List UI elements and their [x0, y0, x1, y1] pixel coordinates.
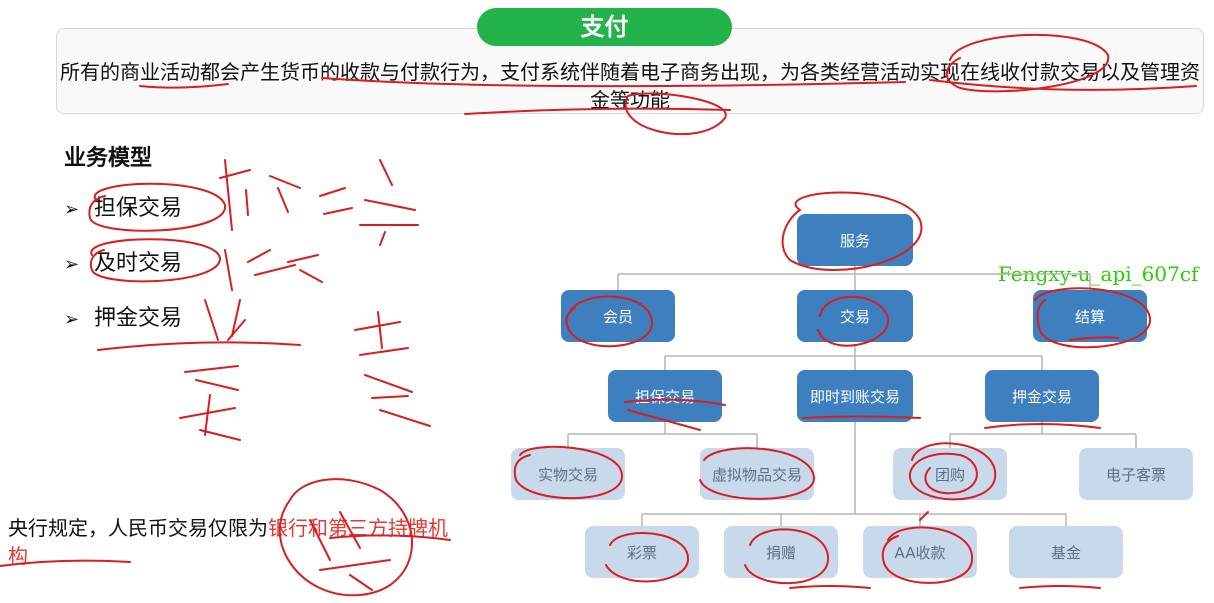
node-level2: 即时到账交易: [797, 370, 913, 422]
arrow-bullet-icon: ➢: [64, 199, 80, 220]
arrow-bullet-icon: ➢: [64, 254, 80, 275]
business-model-item-label: 及时交易: [94, 251, 183, 276]
node-level1: 交易: [797, 290, 913, 342]
node-level3: 电子客票: [1079, 448, 1193, 500]
page-title: 支付: [477, 8, 732, 46]
business-model-title: 业务模型: [64, 146, 153, 171]
node-level4: 捐赠: [724, 526, 838, 578]
business-model-item-label: 押金交易: [94, 306, 183, 331]
node-level1: 会员: [561, 290, 675, 342]
business-model-item: ➢ 及时交易: [64, 245, 182, 300]
node-level4: 彩票: [585, 526, 699, 578]
business-model-list: ➢ 担保交易 ➢ 及时交易 ➢ 押金交易: [64, 190, 182, 355]
arrow-bullet-icon: ➢: [64, 309, 80, 330]
intro-text: 所有的商业活动都会产生货币的收款与付款行为，支付系统伴随着电子商务出现，为各类经…: [60, 60, 1200, 112]
business-model-item: ➢ 担保交易: [64, 190, 182, 245]
node-level4: 基金: [1009, 526, 1123, 578]
business-model-item-label: 担保交易: [94, 196, 183, 221]
node-level2: 押金交易: [985, 370, 1099, 422]
business-model-item: ➢ 押金交易: [64, 300, 182, 355]
node-level1: 结算: [1033, 290, 1147, 342]
note-text: 央行规定，人民币交易仅限为: [8, 516, 268, 540]
